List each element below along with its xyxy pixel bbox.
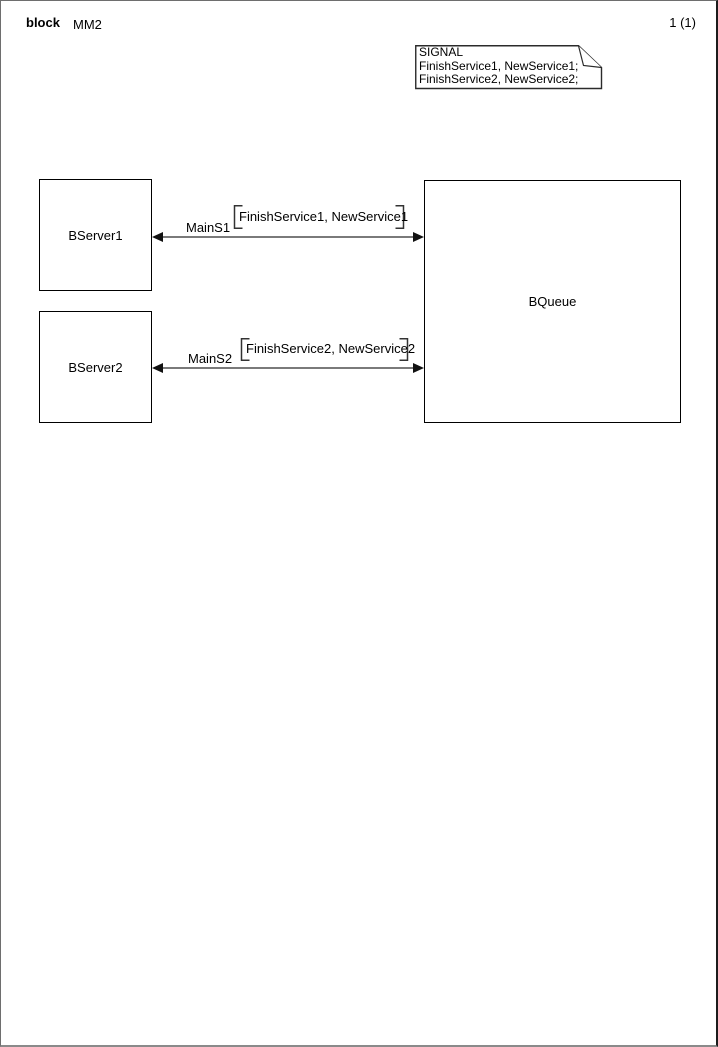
signal-list-mains2[interactable]: FinishService2, NewService2 xyxy=(246,341,416,356)
diagram-name: MM2 xyxy=(73,17,102,32)
page-number: 1 (1) xyxy=(669,15,696,30)
signal-line-2: FinishService2, NewService2; xyxy=(419,72,579,86)
block-bserver1[interactable]: BServer1 xyxy=(39,179,152,291)
arrowhead-right-bqueue-1 xyxy=(413,232,424,242)
channel-mains2-name[interactable]: MainS2 xyxy=(188,351,233,366)
channel-mains1-name[interactable]: MainS1 xyxy=(186,220,231,235)
block-bserver2-label: BServer2 xyxy=(68,359,123,375)
block-bserver2[interactable]: BServer2 xyxy=(39,311,152,423)
block-bserver1-label: BServer1 xyxy=(68,227,123,243)
block-bqueue-label: BQueue xyxy=(528,294,577,309)
signal-line-1: FinishService1, NewService1; xyxy=(419,58,579,73)
diagram-kind-label: block xyxy=(26,15,60,30)
note-folded-corner-shape xyxy=(415,45,603,90)
signal-declaration-note[interactable]: SIGNAL FinishService1, NewService1; Fini… xyxy=(415,45,603,90)
block-bqueue[interactable]: BQueue xyxy=(424,180,681,423)
signal-list-mains1[interactable]: FinishService1, NewService1 xyxy=(239,209,409,224)
arrowhead-left-bserver2 xyxy=(152,363,163,373)
signal-keyword: SIGNAL xyxy=(419,45,464,59)
arrowhead-left-bserver1 xyxy=(152,232,163,242)
arrowhead-right-bqueue-2 xyxy=(413,363,424,373)
